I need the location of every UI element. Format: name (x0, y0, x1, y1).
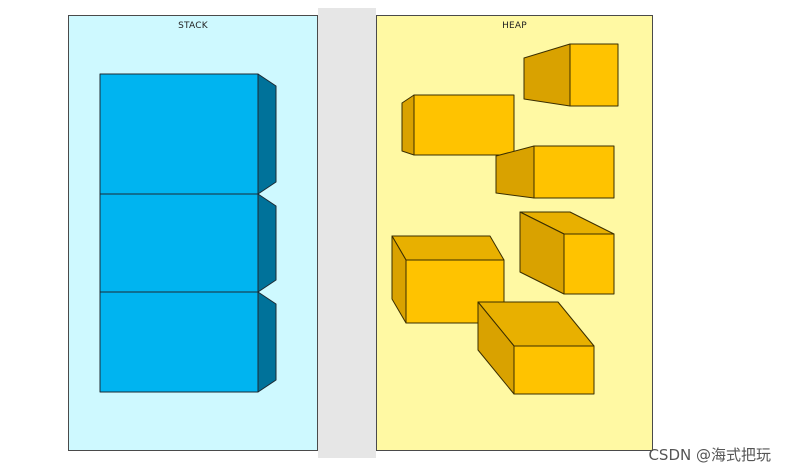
stack-block (100, 292, 276, 392)
heap-block-side (402, 95, 414, 155)
stack-block-side (258, 74, 276, 194)
heap-block-front (414, 95, 514, 155)
stack-block-front (100, 74, 258, 194)
heap-block-side (524, 44, 570, 106)
heap-block (402, 95, 514, 155)
csdn-watermark: CSDN @海式把玩 (648, 444, 771, 465)
heap-block-front (564, 234, 614, 294)
stack-block-front (100, 292, 258, 392)
stack-block-front (100, 194, 258, 292)
heap-block (496, 146, 614, 198)
heap-block (524, 44, 618, 106)
stack-block (100, 74, 276, 194)
heap-block-top (392, 236, 504, 260)
heap-blocks (392, 44, 618, 394)
heap-block-front (570, 44, 618, 106)
stack-block-side (258, 194, 276, 292)
heap-block (478, 302, 594, 394)
heap-block (520, 212, 614, 294)
stack-blocks (100, 74, 276, 392)
heap-block-front (514, 346, 594, 394)
stack-block-side (258, 292, 276, 392)
heap-block-front (534, 146, 614, 198)
stack-block (100, 194, 276, 292)
